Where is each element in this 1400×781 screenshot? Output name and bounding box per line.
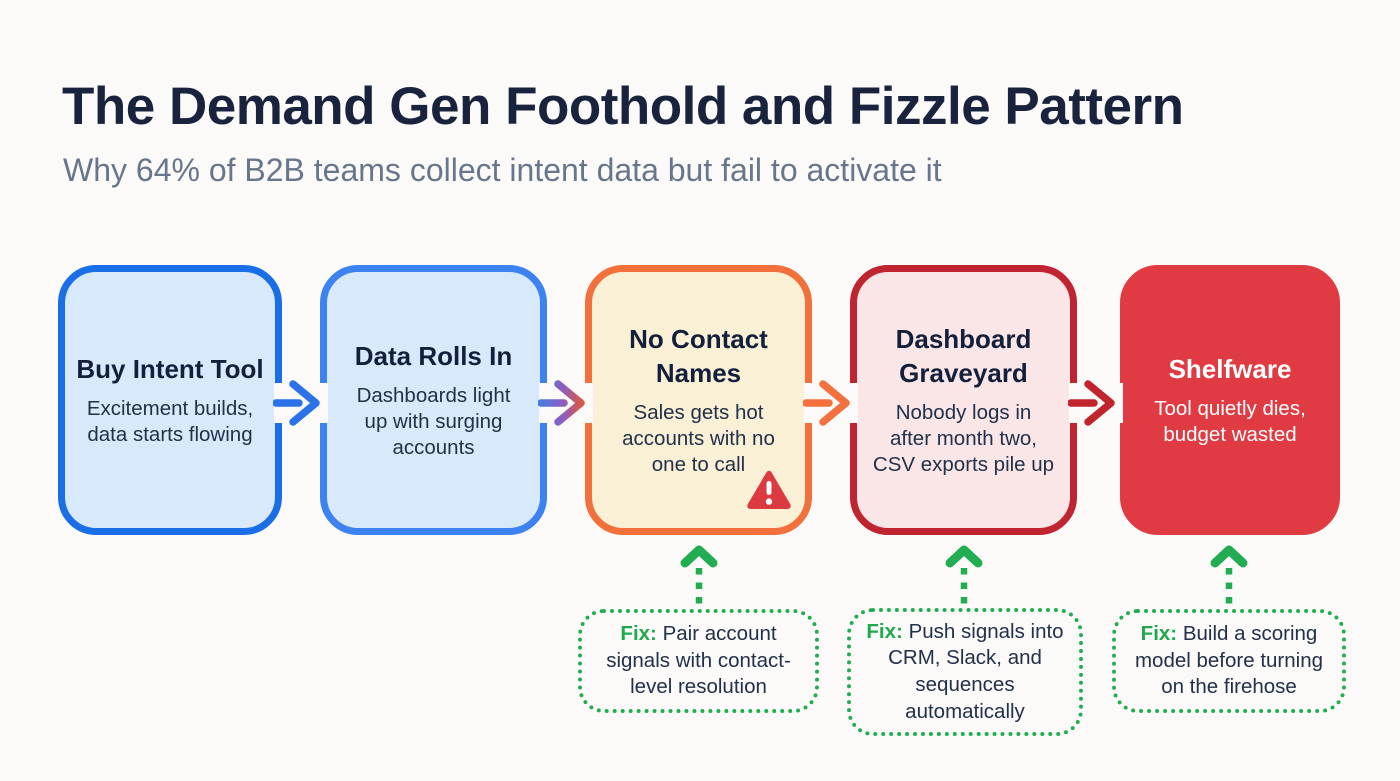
fix-callout-push-signals: Fix:Push signals into CRM, Slack, and se…	[847, 608, 1083, 736]
stage-buy-intent-tool: Buy Intent Tool Excitement builds, data …	[58, 265, 282, 535]
arrow-right-icon	[273, 380, 328, 426]
page-subtitle: Why 64% of B2B teams collect intent data…	[63, 152, 942, 188]
stage-data-rolls-in: Data Rolls In Dashboards light up with s…	[320, 265, 547, 535]
fix-label: Fix:	[620, 622, 657, 646]
warning-icon	[747, 470, 791, 509]
fix-label: Fix:	[866, 619, 903, 643]
stage-title: Dashboard Graveyard	[895, 324, 1032, 389]
fix-callout-contact-resolution: Fix:Pair account signals with contact-le…	[578, 609, 819, 713]
stage-title: Data Rolls In	[354, 341, 513, 372]
fix-label: Fix:	[1140, 622, 1178, 646]
fix-callout-scoring-model: Fix:Build a scoring model before turning…	[1112, 609, 1346, 713]
stage-title: Buy Intent Tool	[76, 354, 264, 385]
stage-dashboard-graveyard: Dashboard Graveyard Nobody logs in after…	[850, 265, 1077, 535]
stage-body: Nobody logs in after month two, CSV expo…	[872, 400, 1055, 476]
page-title: The Demand Gen Foothold and Fizzle Patte…	[62, 77, 1184, 136]
stage-body: Sales gets hot accounts with no one to c…	[622, 400, 775, 476]
stage-shelfware: Shelfware Tool quietly dies, budget wast…	[1120, 265, 1340, 535]
stage-title: No Contact Names	[629, 324, 768, 389]
dotted-arrow-up-icon	[680, 545, 718, 610]
fix-text: Push signals into CRM, Slack, and sequen…	[888, 619, 1064, 723]
dotted-arrow-up-icon	[1210, 545, 1248, 610]
arrow-right-icon	[803, 380, 858, 426]
fix-text-wrap: Fix:Pair account signals with contact-le…	[596, 621, 801, 701]
stage-no-contact-names: No Contact Names Sales gets hot accounts…	[585, 265, 812, 535]
fix-text-wrap: Fix:Push signals into CRM, Slack, and se…	[865, 619, 1065, 726]
stage-body: Tool quietly dies, budget wasted	[1154, 396, 1306, 446]
arrow-right-icon	[1068, 380, 1123, 426]
stage-body: Excitement builds, data starts flowing	[86, 396, 254, 446]
stage-title: Shelfware	[1168, 354, 1292, 385]
arrow-right-icon	[538, 380, 593, 426]
fix-text: Build a scoring model before turning on …	[1134, 622, 1324, 699]
stage-body: Dashboards light up with surging account…	[356, 383, 511, 459]
dotted-arrow-up-icon	[945, 545, 983, 610]
fix-text: Pair account signals with contact-level …	[606, 622, 791, 699]
fix-text-wrap: Fix:Build a scoring model before turning…	[1130, 621, 1328, 701]
